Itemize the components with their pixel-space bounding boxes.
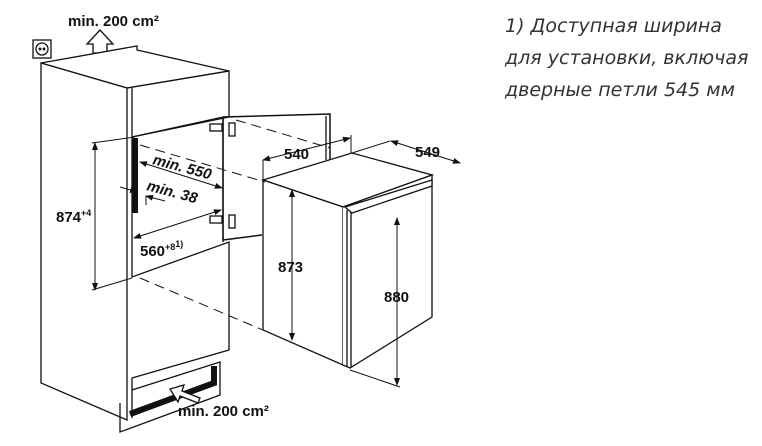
appliance-height-label: 873 xyxy=(278,259,303,276)
appliance-depth-label: 549 xyxy=(415,144,440,161)
footnote-line: дверные петли 545 мм xyxy=(505,79,735,101)
bottom-ventilation-label: min. 200 cm² xyxy=(178,403,269,420)
kitchen-cabinet xyxy=(40,45,230,433)
side-gap-label: min. 38 xyxy=(145,177,200,207)
footnote-line: 1) Доступная ширина xyxy=(505,15,722,37)
niche-height-label: 874+4 xyxy=(56,208,91,226)
hinge-icon xyxy=(209,122,236,137)
refrigerator xyxy=(260,152,435,369)
niche-depth-label: min. 550 xyxy=(151,151,214,183)
appliance-width-label: 540 xyxy=(284,146,309,163)
top-ventilation-label: min. 200 cm² xyxy=(68,13,159,30)
airflow-in-arrow-icon xyxy=(168,384,201,404)
power-socket-icon xyxy=(32,39,52,59)
niche-width-label: 560+81) xyxy=(140,239,183,260)
dimension-lines xyxy=(91,135,461,388)
airflow-up-arrow-icon xyxy=(85,29,115,54)
appliance-height-door-label: 880 xyxy=(384,289,409,306)
footnote-line: для установки, включая xyxy=(505,47,749,69)
footnote: 1) Доступная ширина для установки, включ… xyxy=(505,10,755,106)
